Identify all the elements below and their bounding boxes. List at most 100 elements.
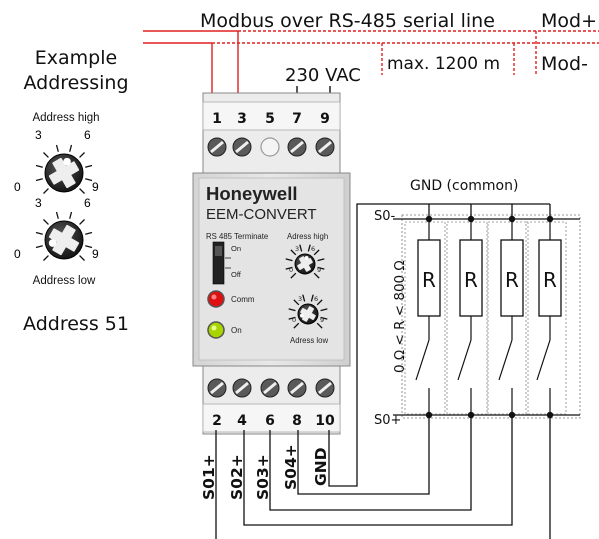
terminal-8: 8	[292, 413, 302, 429]
example-subtitle: Addressing	[23, 72, 128, 94]
device-adress-high-label: Adress high	[287, 232, 328, 241]
dial-high-number-3: 3	[35, 128, 42, 142]
resistor-label-4: R	[543, 268, 557, 292]
resistor-4: R	[538, 239, 562, 317]
dial-low-number-0: 0	[14, 247, 21, 261]
device-address-low-pointer	[300, 313, 305, 318]
top-screw-2[interactable]	[232, 137, 252, 157]
address-high-pointer	[63, 157, 71, 166]
resistor-label-2: R	[464, 268, 478, 292]
power-led-glare	[211, 325, 217, 331]
mod-plus-label: Mod+	[541, 10, 597, 32]
comm-led-label: Comm	[231, 295, 255, 304]
address-high-ticks	[35, 144, 93, 194]
bottom-terminal-screws	[207, 378, 335, 398]
terminal-7: 7	[292, 111, 302, 127]
contact-switch-4	[536, 339, 551, 415]
device-address-high-dial[interactable]	[285, 244, 325, 279]
example-title: Example	[35, 47, 117, 69]
terminal-2: 2	[212, 413, 222, 429]
resistor-2: R	[459, 239, 483, 317]
bottom-screw-4[interactable]	[287, 378, 307, 398]
dial-low-number-9: 9	[92, 247, 99, 261]
gnd-common-label: GND (common)	[410, 178, 518, 194]
resistor-1: R	[417, 239, 441, 317]
bottom-screw-3[interactable]	[260, 378, 280, 398]
brand-logo: Honeywell	[206, 183, 298, 204]
address-low-dial[interactable]	[35, 211, 93, 261]
dial-low-number-3: 3	[35, 196, 42, 210]
top-screw-5[interactable]	[315, 137, 335, 157]
terminal-1: 1	[212, 111, 222, 127]
input-frame	[401, 214, 581, 419]
address-high-slot	[48, 157, 80, 189]
wire-label-s01: S01+	[200, 454, 218, 500]
terminal-3: 3	[237, 111, 247, 127]
device-adress-low-label: Adress low	[290, 336, 329, 345]
device-address-low-slot	[300, 306, 316, 322]
terminal-10: 10	[315, 413, 335, 429]
terminal-6: 6	[265, 413, 275, 429]
dial-high-number-0: 0	[14, 180, 21, 194]
comm-led	[207, 290, 225, 308]
switch-off-label: Off	[231, 270, 242, 279]
wire-label-s02: S02+	[228, 454, 246, 500]
power-led-label: On	[231, 326, 242, 335]
modbus-wires	[143, 30, 599, 108]
device-high-number-3: 3	[295, 245, 299, 253]
top-screw-1[interactable]	[207, 137, 227, 157]
device-high-number-9: 9	[317, 266, 321, 274]
bottom-screw-1[interactable]	[207, 378, 227, 398]
resistor-label-3: R	[505, 268, 519, 292]
top-screw-4[interactable]	[287, 137, 307, 157]
bottom-screw-2[interactable]	[232, 378, 252, 398]
comm-led-glare	[211, 294, 217, 300]
wire-label-s03: S03+	[254, 454, 272, 500]
device-address-high-slot	[297, 256, 313, 272]
address-low-pointer	[48, 239, 57, 247]
contact-switch-3	[498, 339, 513, 415]
power-led	[207, 321, 225, 339]
input-channel-1: R	[404, 215, 446, 419]
supply-label: 230 VAC	[285, 65, 361, 86]
address-result: Address 51	[23, 313, 129, 335]
terminate-switch[interactable]	[212, 241, 225, 285]
wire-label-gnd: GND	[312, 447, 330, 486]
dial-high-number-9: 9	[92, 180, 99, 194]
device-low-number-3: 3	[298, 295, 302, 303]
terminal-9: 9	[320, 111, 330, 127]
address-low-slot	[48, 224, 80, 256]
input-channel-4: R	[525, 215, 567, 419]
address-low-ticks	[35, 211, 93, 261]
gnd-wire	[328, 203, 551, 487]
contact-switch-1	[415, 339, 430, 415]
bottom-screw-5[interactable]	[315, 378, 335, 398]
device-high-number-6: 6	[311, 245, 315, 253]
contact-switch-2	[457, 339, 472, 415]
s0-plus-label: S0+	[374, 413, 401, 428]
terminal-4: 4	[237, 413, 247, 429]
device-address-high-ticks	[285, 244, 325, 279]
switch-on-label: On	[231, 244, 241, 253]
max-length-label: max. 1200 m	[387, 54, 500, 74]
model-name: EEM-CONVERT	[206, 206, 317, 223]
dial-high-number-6: 6	[84, 128, 91, 142]
dial-low-number-6: 6	[84, 196, 91, 210]
device-address-low-dial[interactable]	[288, 294, 328, 329]
top-terminal-screws	[207, 137, 335, 157]
resistor-3: R	[500, 239, 524, 317]
device-address-low-ticks	[288, 294, 328, 329]
protocol-label: Modbus over RS-485 serial line	[200, 10, 495, 32]
terminal-5: 5	[265, 111, 275, 127]
device-low-number-9: 9	[320, 316, 324, 324]
address-high-dial[interactable]	[35, 144, 93, 194]
device-high-number-0: 0	[289, 266, 293, 274]
device-address-high-pointer	[304, 256, 309, 261]
top-screw-3[interactable]	[260, 137, 280, 157]
terminate-label: RS 485 Terminate	[206, 232, 268, 241]
resistor-label-1: R	[422, 268, 436, 292]
